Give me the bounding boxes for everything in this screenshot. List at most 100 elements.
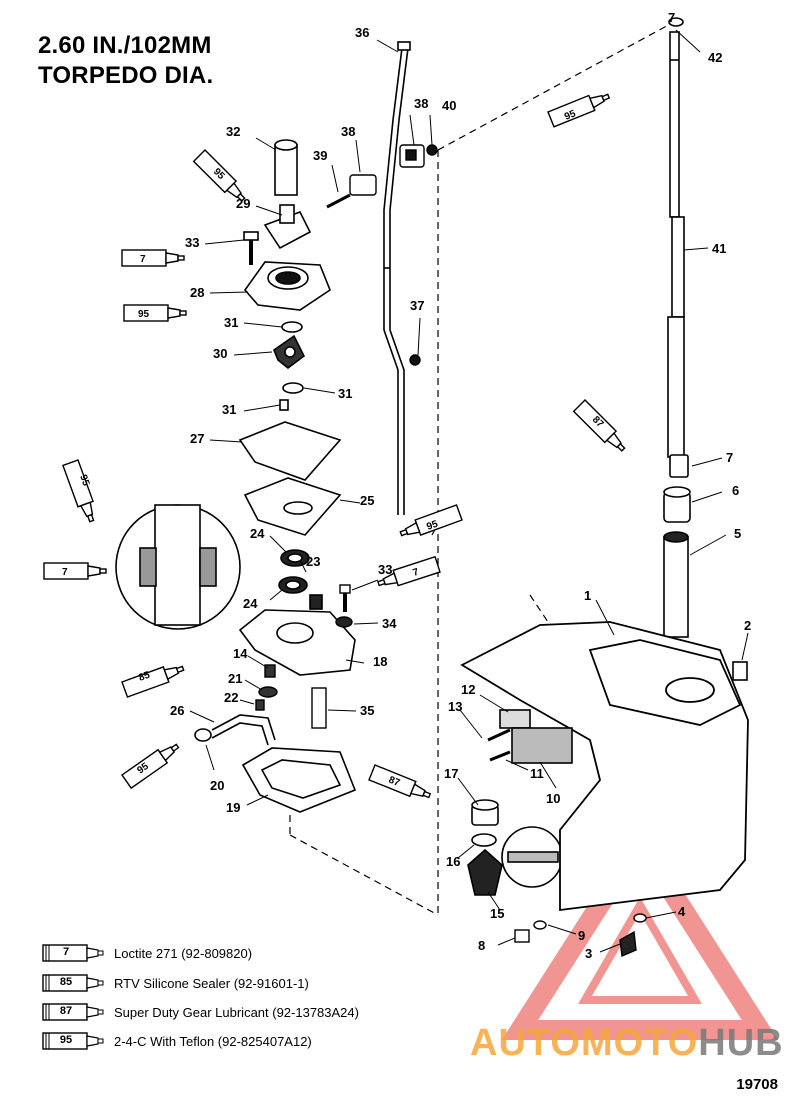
callout-29: 29 xyxy=(236,196,250,211)
callout-26: 26 xyxy=(170,703,184,718)
callout-1: 1 xyxy=(584,588,591,603)
diagram-title-line-1: 2.60 IN./102MM xyxy=(38,32,212,59)
callout-40: 40 xyxy=(442,98,456,113)
tube-7-bolt xyxy=(377,555,441,587)
callout-7: 7 xyxy=(726,450,733,465)
legend-code: 95 xyxy=(59,1034,73,1046)
gearcase-housing xyxy=(460,621,749,912)
watermark-part-moto: MOTO xyxy=(580,1022,699,1064)
tube-95-shiftrod xyxy=(399,504,463,537)
callout-19: 19 xyxy=(226,800,240,815)
tube-code-85-base: 85 xyxy=(137,670,152,684)
callout-10: 10 xyxy=(546,791,560,806)
legend-code: 87 xyxy=(59,1005,73,1017)
callout-15: 15 xyxy=(490,906,504,921)
gearcase-gears xyxy=(467,661,748,896)
callout-4: 4 xyxy=(678,904,686,919)
tube-code-7-detail: 7 xyxy=(62,567,68,578)
callout-18: 18 xyxy=(373,654,387,669)
callout-7-second: 7 xyxy=(668,10,675,25)
seals-and-base xyxy=(238,549,356,676)
tube-95-shaft xyxy=(547,93,611,128)
callout-42: 42 xyxy=(708,50,722,65)
legend-text: Loctite 271 (92-809820) xyxy=(114,945,253,961)
callout-11: 11 xyxy=(530,766,544,781)
callout-31: 31 xyxy=(224,315,238,330)
legend-item-2-4-c: 95 2-4-C With Teflon (92-825407A12) xyxy=(42,1030,312,1052)
legend-tube-icon: 87 xyxy=(42,1003,104,1021)
callout-8: 8 xyxy=(478,938,485,953)
tube-code-87-bearing: 87 xyxy=(387,775,402,790)
lubricant-tubes xyxy=(43,93,626,799)
callout-35: 35 xyxy=(360,703,374,718)
tube-code-95-shaft: 95 xyxy=(563,108,578,123)
leader-lines xyxy=(189,29,749,953)
watermark-part-auto: AUTO xyxy=(470,1022,581,1064)
shift-rod xyxy=(383,41,411,515)
water-tube xyxy=(194,714,276,746)
diagram-title-line-2: TORPEDO DIA. xyxy=(38,62,214,89)
callout-37: 37 xyxy=(410,298,424,313)
tube-87-shaft xyxy=(572,399,626,452)
callout-20: 20 xyxy=(210,778,224,793)
legend-item-gear-lubricant: 87 Super Duty Gear Lubricant (92-13783A2… xyxy=(42,1001,359,1023)
callout-22: 22 xyxy=(224,690,238,705)
tube-code-95-shiftrod: 95 xyxy=(425,519,440,533)
legend-code: 7 xyxy=(62,946,70,958)
legend-text: RTV Silicone Sealer (92-91601-1) xyxy=(114,975,309,991)
tube-code-95-housing: 95 xyxy=(138,309,150,320)
tube-87-bearing xyxy=(368,764,432,799)
callout-23: 23 xyxy=(306,554,320,569)
watermark-logo-triangle xyxy=(501,823,779,1040)
bolt-33 xyxy=(243,231,259,265)
legend-item-rtv: 85 RTV Silicone Sealer (92-91601-1) xyxy=(42,972,309,994)
tube-code-7-screw: 7 xyxy=(140,254,146,265)
callout-38: 38 xyxy=(414,96,428,111)
callout-13: 13 xyxy=(448,699,462,714)
callout-14: 14 xyxy=(233,646,248,661)
legend-code: 85 xyxy=(59,976,73,988)
watermark-part-hub: HUB xyxy=(698,1022,784,1064)
callout-2: 2 xyxy=(744,618,751,633)
callout-21: 21 xyxy=(228,671,242,686)
shift-linkage-parts xyxy=(326,144,438,366)
callout-39: 39 xyxy=(313,148,327,163)
callout-24: 24 xyxy=(250,526,265,541)
tube-95-housing xyxy=(123,304,187,322)
tube-code-95-detail: 95 xyxy=(77,473,91,488)
callout-31-second: 31 xyxy=(338,386,352,401)
pump-plates xyxy=(238,421,342,536)
base-gasket xyxy=(241,747,357,813)
drain-screws xyxy=(514,913,647,958)
callout-24-second: 24 xyxy=(243,596,258,611)
water-pump-sleeve xyxy=(274,139,298,196)
legend-tube-icon: 95 xyxy=(42,1032,104,1050)
watermark-logo-text: AUTOMOTOHUB xyxy=(470,1022,784,1065)
callout-17: 17 xyxy=(444,766,458,781)
callout-12: 12 xyxy=(461,682,475,697)
callout-41: 41 xyxy=(712,241,726,256)
legend-item-loctite: 7 Loctite 271 (92-809820) xyxy=(42,942,252,964)
callout-3: 3 xyxy=(585,946,592,961)
callout-numbers: 1 2 3 4 5 6 7 8 9 10 11 12 13 14 15 16 1… xyxy=(170,10,751,961)
legend-tube-icon: 85 xyxy=(42,974,104,992)
callout-28: 28 xyxy=(190,285,204,300)
callout-30: 30 xyxy=(213,346,227,361)
driveshaft xyxy=(667,17,685,458)
pump-housing xyxy=(243,261,331,311)
callout-31-third: 31 xyxy=(222,402,236,417)
tube-code-7-bolt: 7 xyxy=(412,567,421,579)
tube-95-detail xyxy=(62,459,95,523)
seal-detail-callout xyxy=(115,504,241,630)
tube-95-sleeve xyxy=(192,149,246,202)
legend-tube-icon: 7 xyxy=(42,944,104,962)
callout-5: 5 xyxy=(734,526,741,541)
callout-38-second: 38 xyxy=(341,124,355,139)
legend-text: Super Duty Gear Lubricant (92-13783A24) xyxy=(114,1004,359,1020)
small-fittings xyxy=(255,584,353,729)
callout-27: 27 xyxy=(190,431,204,446)
callout-6: 6 xyxy=(732,483,739,498)
callout-9: 9 xyxy=(578,928,585,943)
tube-7-screw xyxy=(121,249,185,267)
tube-95-grommet xyxy=(121,743,180,790)
